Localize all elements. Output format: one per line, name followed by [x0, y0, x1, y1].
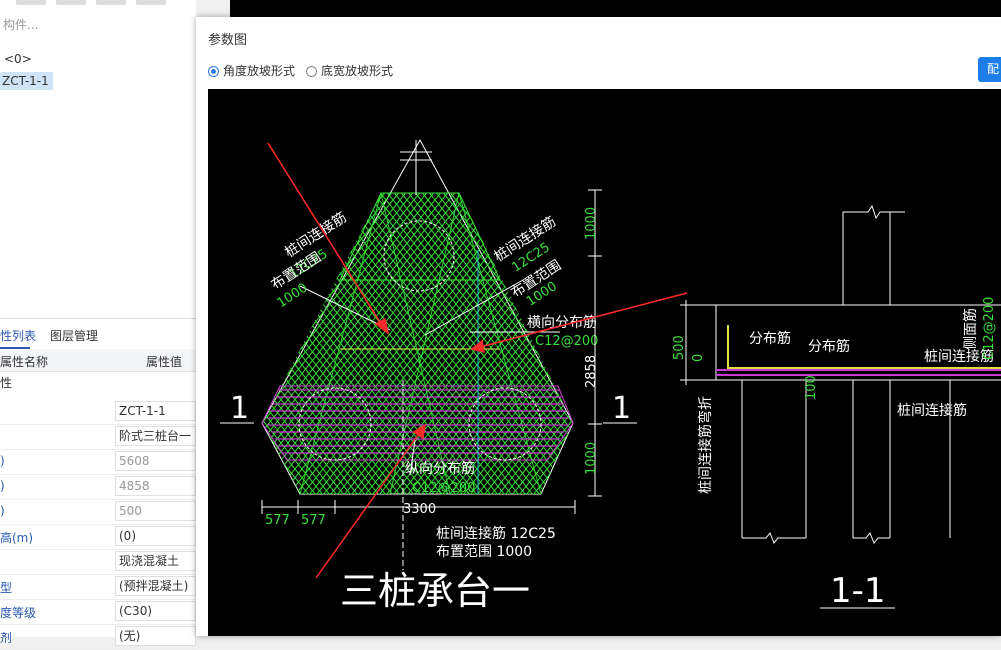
dim-top-1000: 1000 [584, 207, 599, 240]
property-name: ) [0, 454, 5, 468]
property-row: ) 5608 [0, 449, 196, 475]
section-mark-left: 1 [230, 391, 249, 426]
property-row: 度等级 (C30) [0, 599, 196, 625]
dist-bar-label-2: 分布筋 [808, 338, 850, 355]
long-bar-label: 纵向分布筋 [405, 460, 475, 477]
section-dim-100: 100 [804, 375, 819, 400]
side-bar-spec: C12@200 [982, 297, 997, 360]
toolbar-button[interactable] [16, 0, 46, 5]
tab-layers[interactable]: 图层管理 [50, 329, 99, 343]
dim-577-a: 577 [265, 513, 290, 528]
property-value[interactable]: 现浇混凝土 [115, 551, 196, 571]
background-gap [196, 0, 230, 20]
section-view: 500 0 100 桩间连接筋弯折 分布筋 分布筋 桩间连接筋 桩间连接筋 侧面… [672, 204, 1001, 611]
property-value[interactable]: (C30) [115, 601, 196, 621]
section-link-label-2: 桩间连接筋 [897, 402, 967, 419]
property-value[interactable]: (0) [115, 526, 196, 546]
dim-3300: 3300 [403, 502, 436, 517]
dim-bottom-1000: 1000 [584, 442, 599, 475]
property-value[interactable]: (无) [115, 626, 196, 646]
section-dim-500: 500 [672, 335, 687, 360]
property-value[interactable]: (预拌混凝土) [115, 576, 196, 596]
tree-item-selected[interactable]: ZCT-1-1 [0, 72, 53, 90]
property-value[interactable]: 500 [115, 501, 196, 521]
property-value[interactable]: 4858 [115, 476, 196, 496]
property-name: 剂 [0, 631, 13, 645]
toolbar-button[interactable] [56, 0, 86, 5]
cad-drawing: 1 1 桩间连接筋 12C25 布置范围 1000 桩间连接筋 12C25 [208, 89, 1001, 636]
radio-width-label: 底宽放坡形式 [321, 64, 394, 78]
property-name: 度等级 [0, 606, 37, 620]
dialog-title: 参数图 [208, 33, 248, 48]
property-row: 现浇混凝土 [0, 549, 196, 575]
property-row: ) 500 [0, 499, 196, 525]
config-button[interactable]: 配 [978, 57, 1001, 82]
property-row: 型 (预拌混凝土) [0, 574, 196, 600]
column-value-header: 属性值 [146, 355, 183, 369]
pile-left [298, 387, 372, 461]
pile-top [383, 220, 455, 292]
property-panel: 性列表 图层管理 属性名称 属性值 性 ZCT-1-1 阶式三桩台一) 5608) 4… [0, 318, 196, 650]
toolbar-button[interactable] [96, 0, 126, 5]
property-row: 阶式三桩台一 [0, 424, 196, 450]
property-value[interactable]: ZCT-1-1 [115, 401, 196, 421]
property-header: 属性名称 属性值 [0, 349, 196, 372]
radio-width-slope[interactable]: 底宽放坡形式 [306, 62, 393, 79]
radio-unselected-icon [306, 66, 317, 77]
red-annotation-arrows [267, 142, 688, 579]
toolbar-button[interactable] [136, 0, 166, 5]
dim-577-b: 577 [301, 513, 326, 528]
radio-selected-icon [208, 66, 219, 77]
bottom-link-label: 桩间连接筋 12C25 [436, 525, 556, 542]
property-name: 高(m) [0, 531, 34, 545]
property-group-label: 性 [0, 376, 13, 390]
search-input[interactable]: 构件... [3, 18, 39, 32]
section-dim-0: 0 [691, 354, 706, 362]
dist-bar-label-1: 分布筋 [749, 330, 791, 347]
background-canvas [230, 0, 1001, 20]
property-value[interactable]: 5608 [115, 451, 196, 471]
property-row: ZCT-1-1 [0, 399, 196, 425]
dim-2858: 2858 [584, 355, 599, 388]
top-band [339, 192, 501, 281]
tree-root[interactable]: <0> [4, 52, 32, 66]
property-name: 型 [0, 581, 13, 595]
section-link-label: 桩间连接筋 [924, 348, 994, 365]
radio-angle-label: 角度放坡形式 [223, 64, 296, 78]
long-bar-hatch [266, 389, 570, 454]
parameter-diagram-dialog: 参数图 角度放坡形式 底宽放坡形式 配 [196, 17, 1001, 636]
side-bar-label: 侧面筋 [962, 308, 979, 350]
long-bar-spec: C12@200 [412, 481, 475, 496]
property-row: 高(m) (0) [0, 524, 196, 550]
pile-right [468, 387, 542, 461]
section-title: 1-1 [830, 571, 886, 611]
property-value[interactable]: 阶式三桩台一 [115, 426, 196, 446]
property-tabs: 性列表 图层管理 [0, 319, 196, 350]
section-mark-right: 1 [612, 391, 631, 426]
radio-angle-slope[interactable]: 角度放坡形式 [208, 62, 295, 79]
property-name: ) [0, 479, 5, 493]
trans-bar-label: 横向分布筋 [527, 314, 597, 331]
column-name-header: 属性名称 [0, 355, 49, 369]
left-panel: 构件... <0> ZCT-1-1 性列表 图层管理 属性名称 属性值 性 ZC… [0, 0, 196, 650]
trans-bar-spec: C12@200 [535, 334, 598, 349]
property-name: ) [0, 504, 5, 518]
long-bar-region [261, 385, 574, 461]
bend-label: 桩间连接筋弯折 [697, 396, 714, 494]
plan-title: 三桩承台一 [340, 569, 530, 613]
property-row: ) 4858 [0, 474, 196, 500]
tab-properties[interactable]: 性列表 [0, 329, 37, 343]
active-tab-indicator [0, 347, 30, 349]
property-row: 剂 (无) [0, 624, 196, 650]
bottom-range-label: 布置范围 1000 [436, 543, 532, 560]
